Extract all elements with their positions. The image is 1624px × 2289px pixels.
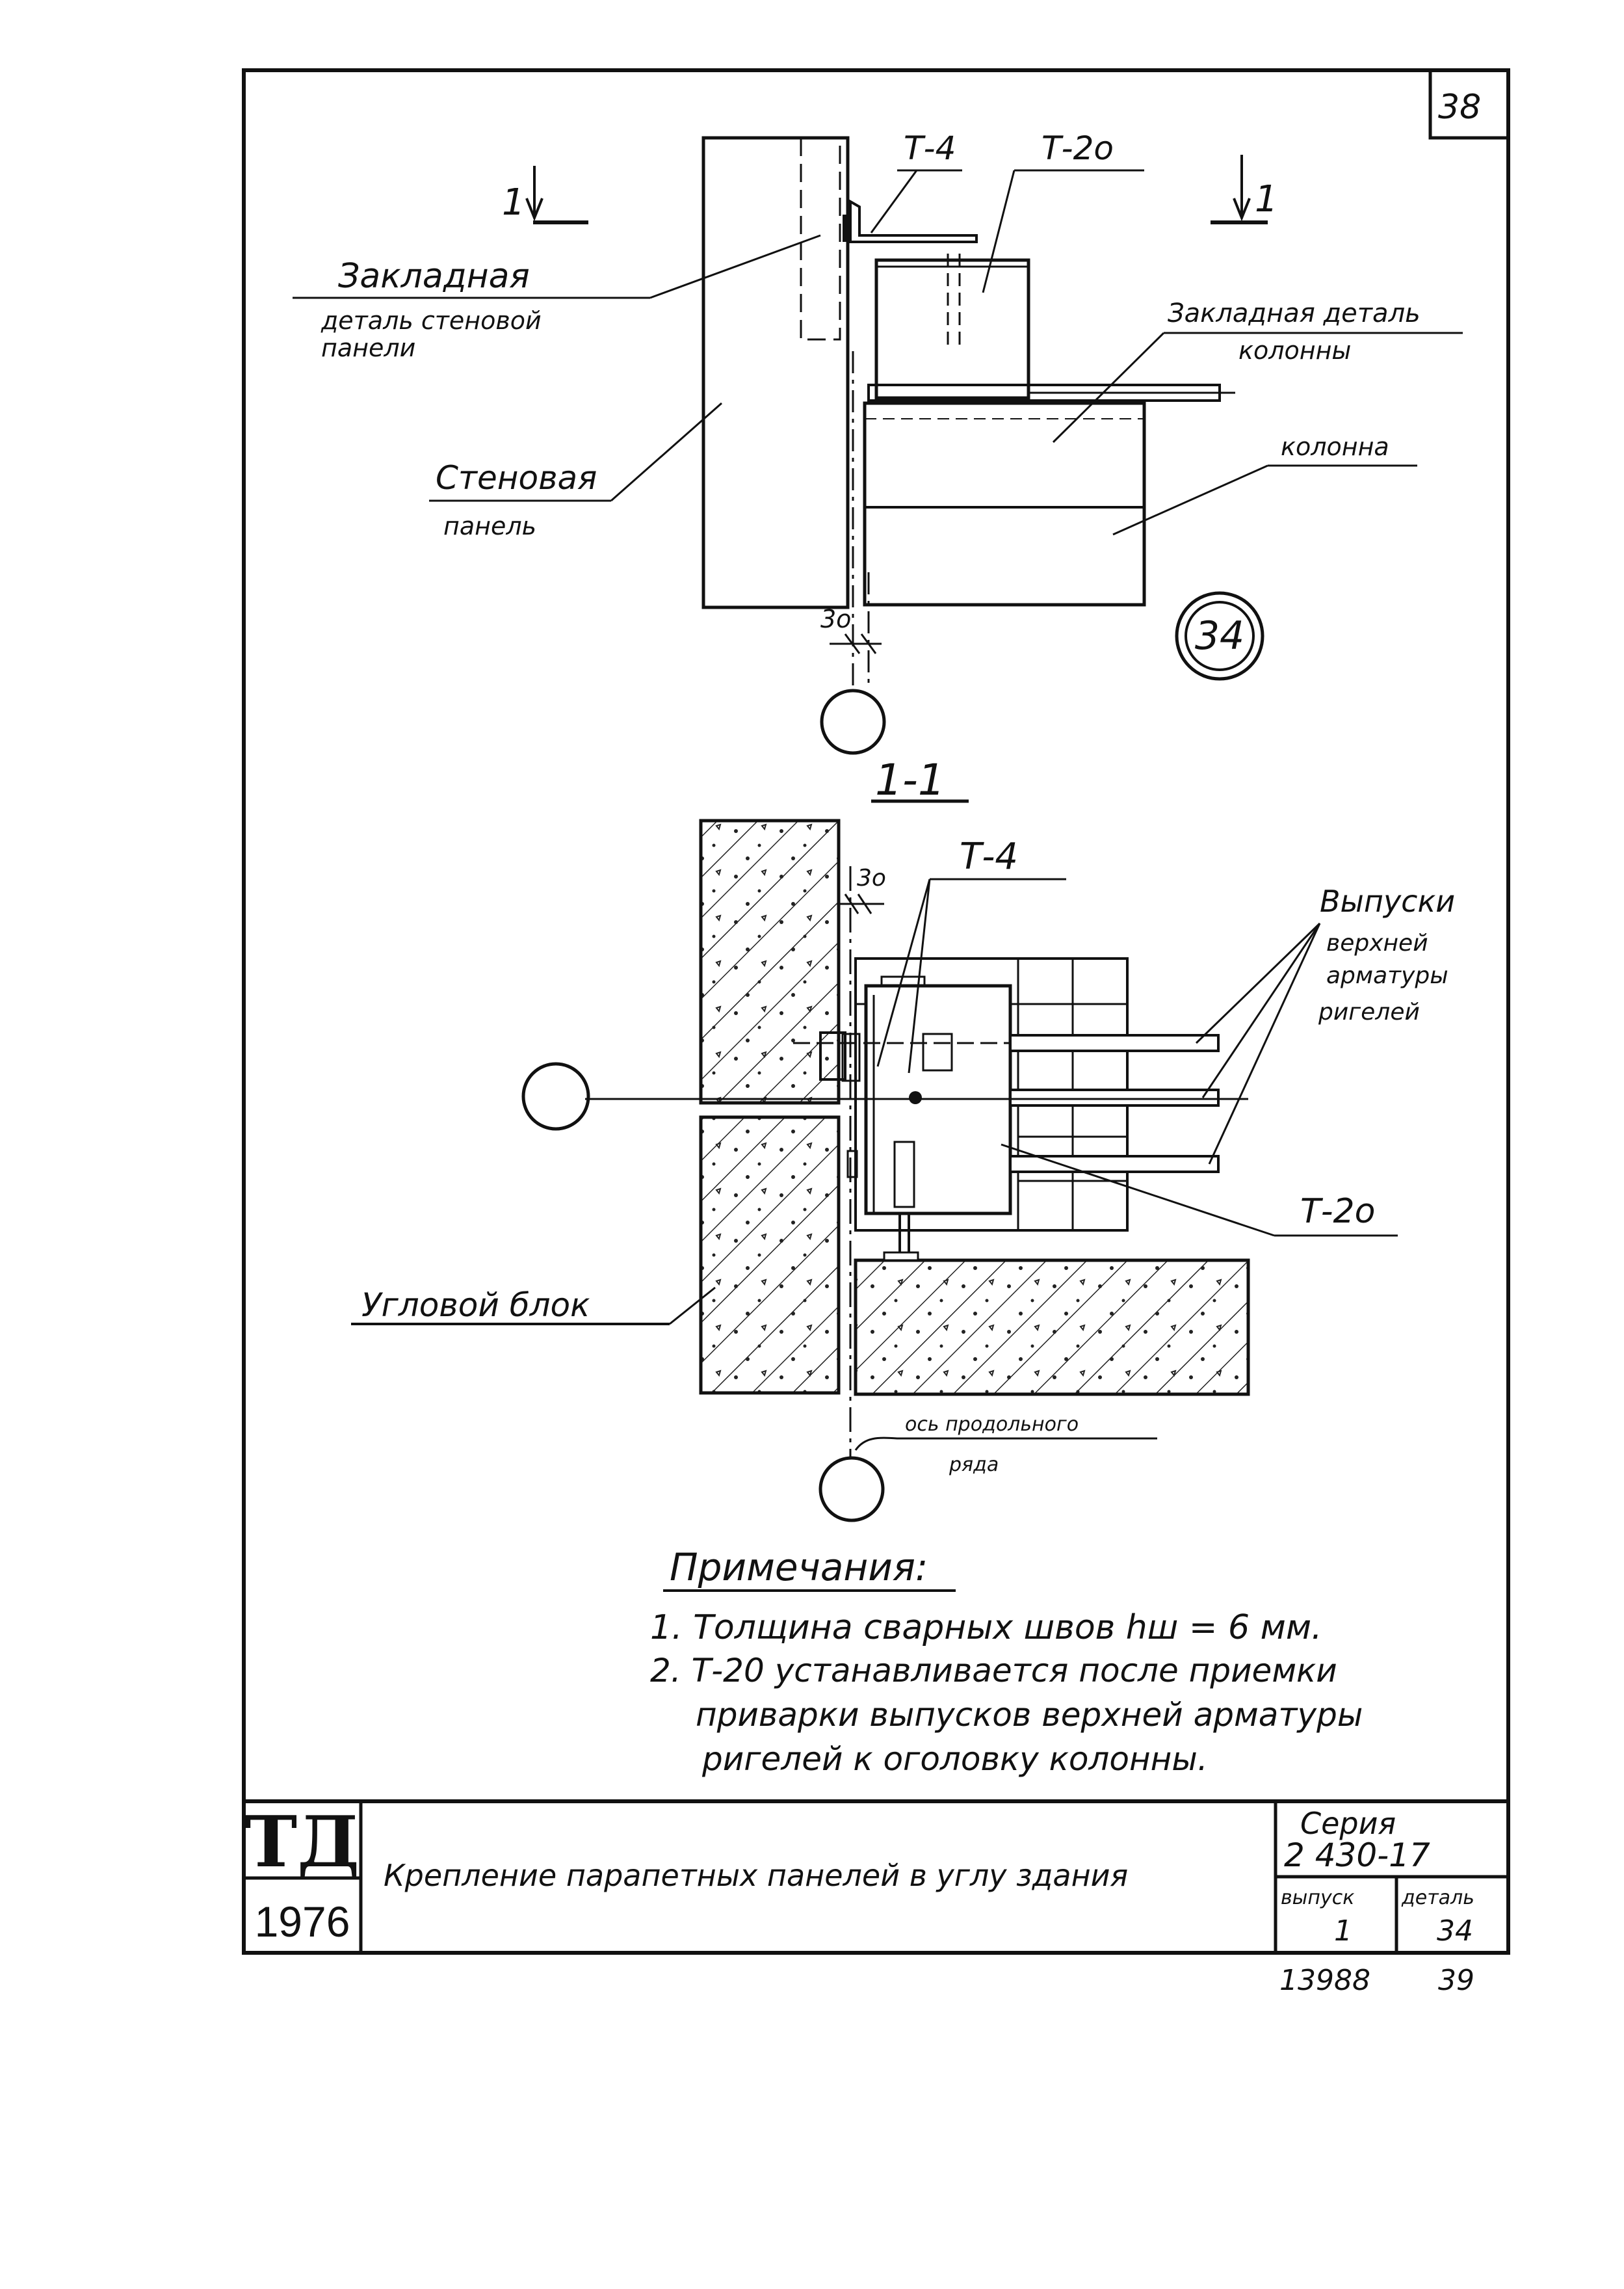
wall-panel: [701, 136, 850, 609]
embedded-wall-label-1: Закладная: [338, 257, 530, 296]
section-dim-30: 3о: [857, 865, 886, 892]
section-label-t20: Т-2о: [1300, 1192, 1375, 1231]
section-view: 1-1: [351, 755, 1455, 1522]
note-2-line-1: 2. Т-20 устанавливается после приемки: [650, 1652, 1337, 1689]
element-t20: [874, 258, 1030, 400]
section-mark-right-label: 1: [1255, 178, 1278, 220]
wall-panel-label-1: Стеновая: [436, 459, 597, 497]
note-2-line-3: ригелей к оголовку колонны.: [701, 1740, 1208, 1778]
drawing-title: Крепление парапетных панелей в углу здан…: [384, 1858, 1128, 1893]
embedded-wall-label-3: панели: [321, 334, 415, 362]
title-block: ТД 1976 Крепление парапетных панелей в у…: [244, 1799, 1508, 1953]
embedded-wall-label-2: деталь стеновой: [321, 306, 542, 335]
wall-panel-lower-right: [854, 1258, 1250, 1396]
issue-value: 1: [1334, 1914, 1352, 1948]
td-logo: ТД: [245, 1801, 360, 1883]
corner-block-label: Угловой блок: [361, 1286, 590, 1324]
embedded-column-label-2: колонны: [1238, 336, 1351, 365]
inventory-number: 13988: [1279, 1964, 1370, 1997]
section-mark-left: 1: [502, 166, 588, 224]
weld-bracket-t4: [819, 1031, 846, 1081]
top-label-t4: Т-4: [904, 129, 956, 167]
drawing-frame: [242, 68, 1510, 1955]
axis-bubble-top: [820, 689, 886, 755]
column: [863, 401, 1146, 607]
top-view: 3о 1 1 Т-4 Т-2о Закладная деталь стеново…: [293, 129, 1463, 755]
wall-panel-upper: [699, 819, 841, 1105]
notes: Примечания: 1. Толщина сварных швов hш =…: [650, 1545, 1363, 1778]
section-mark-left-label: 1: [502, 181, 525, 224]
section-title: 1-1: [875, 755, 945, 805]
note-2-line-2: приварки выпусков верхней арматуры: [696, 1696, 1363, 1734]
wall-panel-label-2: панель: [443, 512, 536, 540]
series-value: 2 430-17: [1284, 1836, 1430, 1874]
series-label: Серия: [1300, 1806, 1396, 1841]
axis-label-2: ряда: [949, 1453, 999, 1476]
top-dim-30: 3о: [820, 605, 851, 633]
issue-label: выпуск: [1281, 1886, 1354, 1909]
detail-label: деталь: [1401, 1886, 1474, 1909]
detail-marker: 34: [1175, 591, 1264, 681]
corner-block-lower: [699, 1115, 841, 1395]
axis-bubble-left: [521, 1062, 590, 1131]
rebar-outlets: [793, 1034, 1220, 1173]
outlets-label-1: Выпуски: [1320, 884, 1455, 919]
page-number: 38: [1438, 88, 1481, 127]
outlets-label-4: ригелей: [1318, 999, 1420, 1025]
page-number-box: 38: [1428, 70, 1508, 140]
outlets-label-3: арматуры: [1326, 962, 1448, 989]
top-label-t20: Т-2о: [1041, 129, 1114, 167]
sheet-number: 39: [1438, 1964, 1474, 1997]
note-1: 1. Толщина сварных швов hш = 6 мм.: [650, 1608, 1322, 1647]
axis-bubble-bottom: [819, 1456, 885, 1522]
outlets-label-2: верхней: [1326, 930, 1428, 957]
column-label: колонна: [1281, 432, 1389, 461]
wall-embedded-part: [800, 138, 841, 341]
section-mark-right: 1: [1211, 155, 1278, 224]
section-label-t4: Т-4: [960, 836, 1018, 878]
weld-seam: [843, 215, 852, 242]
bracket-t4: [849, 199, 978, 243]
detail-value: 34: [1437, 1914, 1473, 1948]
detail-marker-label: 34: [1195, 613, 1244, 659]
axis-label-1: ось продольного: [905, 1413, 1079, 1436]
year: 1976: [255, 1898, 350, 1946]
embedded-column-label-1: Закладная деталь: [1168, 298, 1421, 328]
notes-heading: Примечания:: [670, 1545, 928, 1589]
